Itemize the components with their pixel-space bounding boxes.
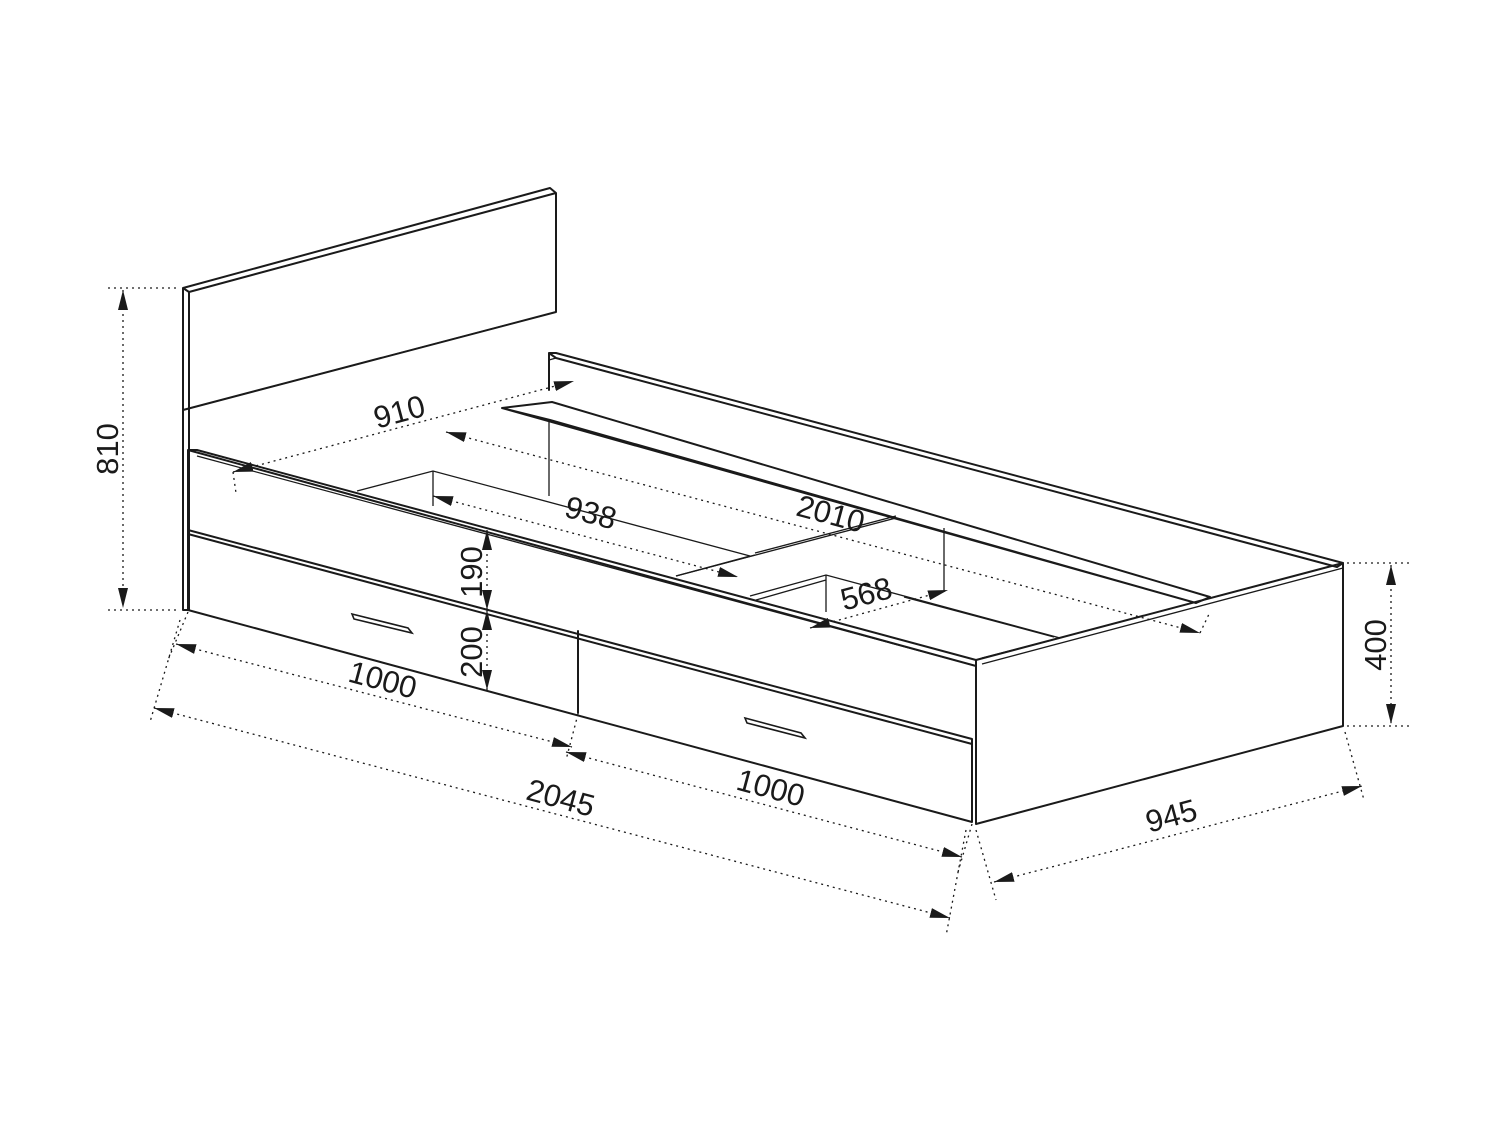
dim-1000-left-label: 1000	[345, 654, 421, 706]
dim-938-label: 938	[561, 489, 620, 536]
dim-2045-ext-right	[945, 829, 967, 937]
dim-910-label: 910	[370, 388, 429, 435]
dim-1000-right-label: 1000	[733, 762, 809, 814]
dimension-lines	[108, 287, 1410, 937]
dim-200-label: 200	[454, 626, 489, 678]
dim-2010-line	[445, 431, 1201, 634]
dim-1000-left-line	[175, 643, 573, 748]
dim-1000-left-ext-a	[167, 611, 189, 661]
dim-190-label: 190	[454, 546, 489, 598]
dim-400-label: 400	[1358, 619, 1393, 671]
dim-810-label: 810	[90, 423, 125, 475]
front-rail-inner-edge	[196, 455, 977, 667]
dim-2045-ext-left	[149, 619, 181, 723]
dimension-labels: 810 400 190 200 910 2010 938 568 1000 10…	[90, 388, 1393, 839]
bed-outline	[182, 187, 1344, 825]
dim-945-label: 945	[1142, 792, 1201, 839]
back-rail-lower-edge	[548, 357, 557, 361]
drawer-handle-left	[350, 612, 415, 635]
slat-box-left	[356, 470, 756, 577]
dim-1000-right-ext	[957, 823, 973, 873]
slat-box-cross	[903, 596, 1055, 638]
dim-2045-label: 2045	[523, 772, 599, 824]
dim-568-label: 568	[837, 570, 896, 617]
headboard-top-line	[182, 311, 557, 411]
drawer-handle-right	[743, 716, 808, 740]
dim-2010-label: 2010	[793, 488, 869, 540]
dim-945-ext-left	[975, 829, 997, 901]
foot-end-panel	[975, 562, 1344, 825]
dim-2010-ext-right	[1199, 611, 1211, 634]
dim-910-ext-left	[232, 471, 237, 494]
dim-910-line	[232, 380, 575, 473]
drawer-top-line	[187, 533, 973, 745]
dim-938-line	[432, 495, 739, 578]
back-side-rail	[548, 352, 1344, 568]
drawer-front-panel	[187, 529, 973, 823]
dim-945-ext-right	[1344, 731, 1365, 801]
